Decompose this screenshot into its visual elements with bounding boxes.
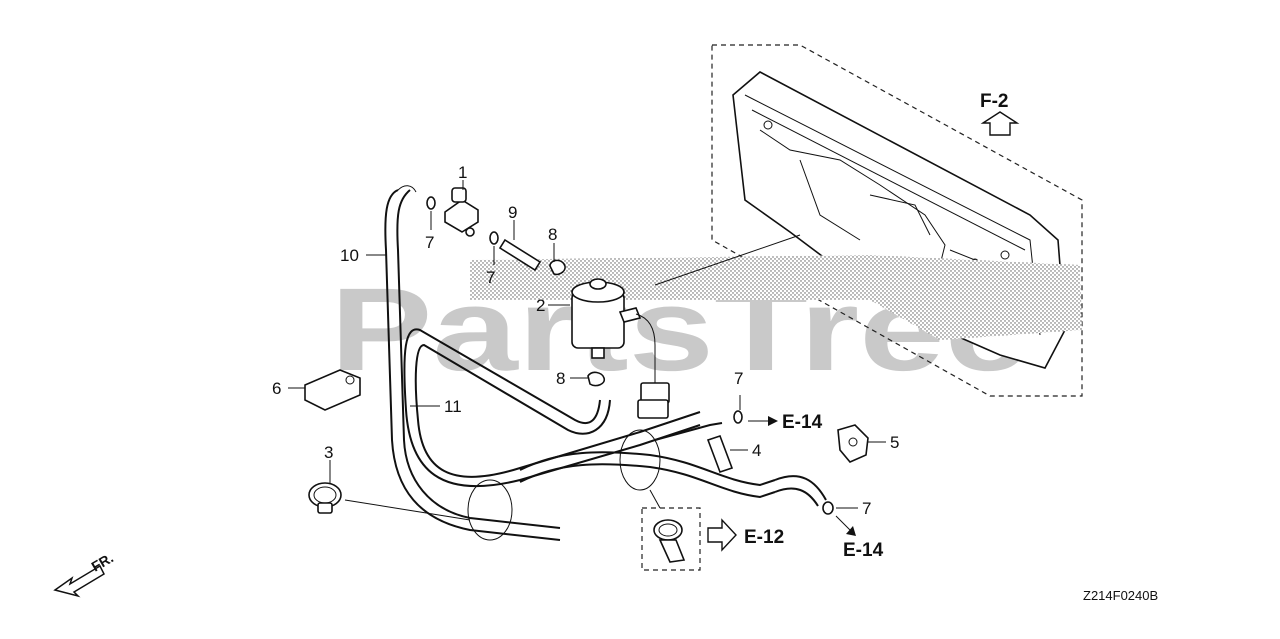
- cover-reference-box: [711, 44, 1083, 397]
- o-ring-7a[interactable]: [426, 196, 436, 210]
- callout-7d[interactable]: 7: [862, 499, 871, 518]
- callout-11[interactable]: 11: [444, 397, 462, 416]
- hose-upper-right[interactable]: [654, 422, 723, 441]
- clip-part-4[interactable]: [706, 434, 734, 474]
- fuel-valve-part[interactable]: [444, 187, 479, 237]
- hose-holder-part-6[interactable]: [304, 369, 361, 411]
- hose-10[interactable]: [384, 185, 561, 541]
- callout-1[interactable]: 1: [458, 163, 467, 182]
- callout-7b[interactable]: 7: [486, 268, 495, 287]
- clip-detail-e12[interactable]: [653, 519, 686, 563]
- clip-8a[interactable]: [549, 259, 566, 276]
- clamp-band-part-3[interactable]: [308, 482, 342, 514]
- tube-part-9[interactable]: [498, 238, 542, 272]
- arrow-down-right-icon: [846, 526, 856, 536]
- ref-e14-lower-label[interactable]: E-14: [843, 540, 884, 561]
- callout-6[interactable]: 6: [272, 379, 281, 398]
- ref-f2-label[interactable]: F-2: [980, 91, 1009, 112]
- clamp-marker-left: [467, 479, 513, 541]
- callout-8a[interactable]: 8: [548, 225, 557, 244]
- callout-10[interactable]: 10: [340, 246, 359, 265]
- callout-3[interactable]: 3: [324, 443, 333, 462]
- diagram-code: Z214F0240B: [1083, 588, 1158, 603]
- callout-9[interactable]: 9: [508, 203, 517, 222]
- callout-8b[interactable]: 8: [556, 369, 565, 388]
- callout-7a[interactable]: 7: [425, 233, 434, 252]
- callout-5[interactable]: 5: [890, 433, 899, 452]
- clip-8b[interactable]: [587, 371, 606, 387]
- up-arrow-icon: [980, 111, 1020, 136]
- callout-7c[interactable]: 7: [734, 369, 743, 388]
- callout-4[interactable]: 4: [752, 441, 761, 460]
- clip-part-5[interactable]: [837, 424, 869, 463]
- o-ring-7c[interactable]: [733, 410, 743, 424]
- outline-arrow-right-icon: [707, 518, 737, 552]
- arrow-right-icon: [768, 416, 778, 426]
- hatched-surface: [470, 255, 1082, 340]
- hose-lower-right[interactable]: [519, 451, 827, 507]
- hose-11[interactable]: [403, 328, 701, 488]
- o-ring-7d[interactable]: [822, 501, 834, 515]
- e12-detail-box: [641, 507, 701, 571]
- ref-e14-upper-label[interactable]: E-14: [782, 412, 823, 433]
- o-ring-7b[interactable]: [489, 231, 499, 245]
- callout-2[interactable]: 2: [536, 296, 545, 315]
- ref-e12-label[interactable]: E-12: [744, 527, 784, 548]
- fuel-filter-part[interactable]: [571, 278, 670, 419]
- front-direction-arrow: FR.: [53, 549, 116, 598]
- clamp-marker-center: [619, 429, 661, 491]
